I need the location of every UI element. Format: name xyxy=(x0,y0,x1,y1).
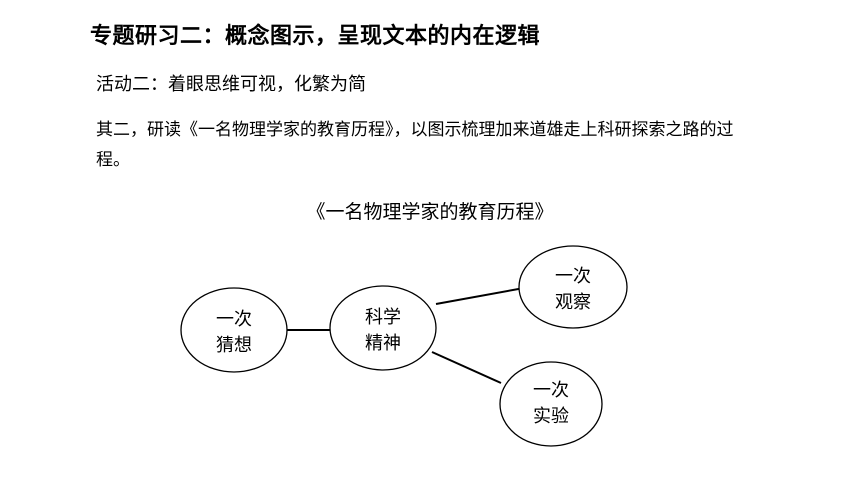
connector-center-experiment xyxy=(431,351,502,384)
connector-center-observe xyxy=(435,287,525,305)
body-paragraph: 其二，研读《一名物理学家的教育历程》，以图示梳理加来道雄走上科研探索之路的过程。 xyxy=(96,120,734,170)
node-experiment-line2: 实验 xyxy=(533,406,569,427)
page-title: 专题研习二：概念图示，呈现文本的内在逻辑 xyxy=(90,24,541,49)
node-experiment-line1: 一次 xyxy=(533,380,569,401)
diagram-title: 《一名物理学家的教育历程》 xyxy=(306,201,554,223)
node-center: 科学 精神 xyxy=(329,285,437,371)
node-center-line2: 精神 xyxy=(365,333,401,354)
node-guess-line2: 猜想 xyxy=(216,335,252,356)
node-observe: 一次 观察 xyxy=(518,245,628,329)
node-center-line1: 科学 xyxy=(365,307,401,328)
activity-heading: 活动二：着眼思维可视，化繁为简 xyxy=(96,74,366,95)
node-guess-line1: 一次 xyxy=(216,309,252,330)
node-observe-line1: 一次 xyxy=(555,266,591,287)
node-experiment: 一次 实验 xyxy=(499,361,603,447)
node-observe-line2: 观察 xyxy=(555,292,591,313)
node-guess: 一次 猜想 xyxy=(180,287,288,373)
